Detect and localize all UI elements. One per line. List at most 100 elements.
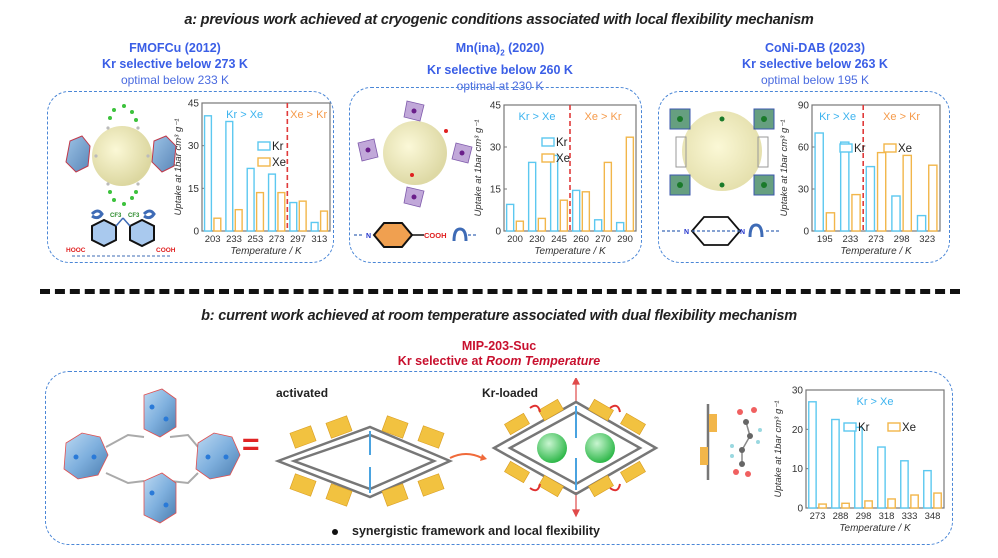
bar-xe [298, 200, 307, 232]
legend-swatch-kr [541, 137, 555, 147]
nitrogen-label-right: N [740, 229, 745, 236]
region-label-kr-selective: Kr > Xe [519, 111, 556, 123]
region-label-kr-selective: Kr > Xe [857, 396, 894, 408]
x-axis-label: Temperature / K [840, 246, 913, 257]
panel-2-structure-illustration: N COOH [354, 100, 478, 248]
cu-cluster-right [151, 135, 177, 173]
material-name: MIP-203-Suc [461, 339, 537, 353]
y-tick-label: 0 [193, 227, 199, 238]
legend-label-kr: Kr [854, 143, 866, 155]
bar-kr [808, 401, 817, 509]
legend-swatch-kr [843, 422, 857, 432]
bar-xe [603, 161, 613, 232]
linker-molecule: N COOH [354, 222, 447, 248]
cage-sphere [92, 126, 152, 186]
panel-3-optimal: optimal below 195 K [760, 73, 870, 87]
bar-xe [928, 164, 938, 232]
bar-xe [876, 151, 887, 232]
succinate-molecule [730, 407, 762, 477]
bar-xe [818, 503, 827, 509]
mechanism-bullet: synergistic framework and local flexibil… [332, 524, 600, 538]
mn-centers [365, 108, 465, 200]
linker-chains [105, 433, 199, 485]
legend-swatch-xe [257, 157, 271, 167]
bar-xe [933, 492, 942, 509]
legend-swatch-kr [839, 143, 853, 153]
x-tick-label: 270 [595, 234, 611, 245]
kr-loaded-label: Kr-loaded [482, 386, 539, 400]
y-tick-label: 90 [798, 101, 810, 112]
panel-1-selective: Kr selective below 273 K [102, 57, 248, 71]
y-axis-label: Uptake at 1bar cm³ g⁻¹ [773, 401, 784, 498]
bar-xe [234, 208, 243, 232]
panel-2-selective: Kr selective below 260 K [427, 62, 573, 77]
bar-kr [289, 201, 298, 232]
bar-kr [225, 120, 234, 232]
region-label-xe-selective: Xe > Kr [290, 109, 327, 121]
bullet-text: synergistic framework and local flexibil… [352, 524, 601, 538]
carbon-atoms [94, 126, 150, 186]
cf3-label-left: CF3 [110, 213, 122, 219]
bar-xe [851, 193, 861, 232]
region-label-xe-selective: Xe > Kr [883, 111, 920, 123]
y-tick-label: 30 [188, 141, 200, 152]
bullet-icon [332, 528, 338, 535]
y-tick-label: 30 [798, 185, 810, 196]
panel-1-heading: FMOFCu (2012) Kr selective below 273 K o… [60, 40, 290, 88]
x-axis-label: Temperature / K [230, 246, 303, 257]
equals-sign: = [242, 428, 260, 461]
y-tick-label: 20 [792, 425, 804, 436]
x-tick-label: 288 [833, 511, 849, 522]
legend-label-kr: Kr [272, 141, 284, 153]
legend-label-kr: Kr [556, 137, 568, 149]
y-axis-label: Uptake at 1bar cm³ g⁻¹ [779, 120, 790, 217]
y-axis-label: Uptake at 1bar cm³ g⁻¹ [473, 120, 484, 217]
rotation-arrow-right-icon [142, 209, 156, 220]
nitrogen-label: N [366, 233, 371, 240]
section-a-title: a: previous work achieved at cryogenic c… [184, 12, 814, 28]
y-axis-label: Uptake at 1bar cm³ g⁻¹ [173, 119, 184, 216]
bar-kr [854, 426, 863, 509]
x-axis-label: Temperature / K [839, 523, 912, 534]
bar-xe [625, 136, 635, 232]
plot-frame [811, 104, 941, 232]
oxygen-atoms [410, 129, 448, 177]
section-b-title: b: current work achieved at room tempera… [201, 308, 797, 324]
mip-203-framework-illustration [63, 388, 241, 524]
legend-label-xe: Xe [902, 422, 916, 434]
x-tick-label: 203 [205, 234, 221, 245]
region-label-xe-selective: Xe > Kr [585, 111, 622, 123]
zr-cluster-top [143, 388, 177, 438]
legend-swatch-xe [541, 153, 555, 163]
x-tick-label: 245 [551, 234, 567, 245]
bar-kr [267, 173, 277, 232]
x-tick-label: 290 [617, 234, 633, 245]
plot-frame [805, 389, 945, 509]
y-tick-label: 0 [803, 227, 809, 238]
bar-kr [865, 165, 876, 232]
x-axis-label: Temperature / K [534, 246, 607, 257]
x-tick-label: 298 [894, 234, 910, 245]
x-tick-label: 273 [810, 511, 826, 522]
legend-swatch-xe [883, 143, 897, 153]
panel-3-selective: Kr selective below 263 K [742, 57, 888, 71]
bar-xe [537, 217, 547, 232]
bar-kr [900, 460, 909, 509]
kr-loaded-framework-diagram [491, 378, 659, 518]
panel-3-structure-illustration: N N [662, 108, 780, 246]
linker-plates [504, 398, 646, 498]
cf3-groups [108, 104, 138, 206]
cooh-label: COOH [424, 231, 447, 240]
transition-arrow-icon [449, 453, 487, 461]
bar-xe [515, 220, 525, 232]
bar-kr [527, 161, 537, 232]
legend-label-xe: Xe [556, 153, 570, 165]
bar-kr [923, 469, 932, 509]
legend-label-xe: Xe [272, 157, 286, 169]
x-tick-label: 348 [925, 511, 941, 522]
x-tick-label: 297 [290, 234, 306, 245]
x-tick-label: 298 [856, 511, 872, 522]
